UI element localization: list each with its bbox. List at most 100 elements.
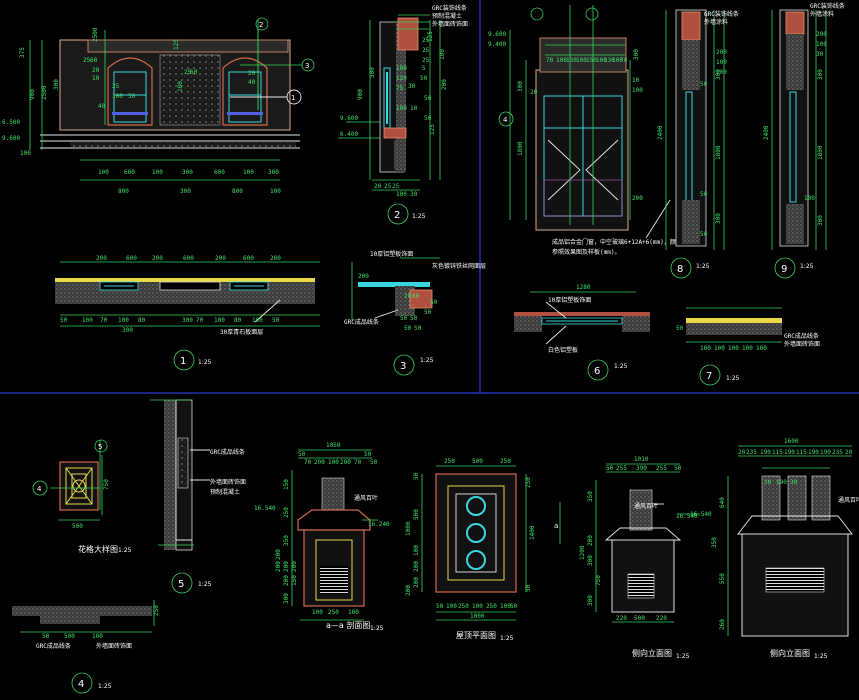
dim-60b: 60 [190,69,198,76]
d6-dim-0: 1280 [576,284,591,291]
s2-dim-17: 100 [396,105,407,112]
s9-dim-0: 200 [816,31,827,38]
aa-level-1: 16.240 [368,521,390,528]
w-left-2: 300 [517,81,524,92]
roof-bot-3: 100 [472,603,483,610]
front-left-0: 640 [719,497,726,508]
lattice-caption: 花格大样图 [78,544,118,554]
detail-7-view [686,307,782,386]
w-top-8: 70 [620,57,628,64]
side-left-2: 200 [587,535,594,546]
dim-b2-2: 800 [232,188,243,195]
detail-6-view [514,291,650,381]
d6-note-1: 白色铝塑板 [548,346,578,354]
dim-b2-1: 300 [180,188,191,195]
dim-25b: 25 [184,69,192,76]
s8-dim-7: 50 [700,191,708,198]
plan-bot2-0: 300 [182,317,193,324]
w-level-0: 9.600 [488,31,506,38]
s9-dim-5: 1800 [817,145,824,160]
roof-marker-a: a [554,522,558,530]
aa-top-0: 1050 [326,442,341,449]
w-right-2: 200 [632,195,643,202]
side-top-5: 50 [674,465,682,472]
s8-dim-4: 2400 [657,125,664,140]
d3-dim-6: 50 [430,299,438,306]
d3-dim-0: 200 [358,273,369,280]
plan-top-3: 600 [183,255,194,262]
s2-dim-13: 75 [396,85,404,92]
section-9-view [771,9,827,279]
roof-left-9: 50 [525,584,532,592]
d3-note-2: GRC成品线条 [344,318,379,326]
s2-dim-15: 100 [396,65,407,72]
plan-bot-3: 100 [118,317,129,324]
front-top-4: 115 [772,449,783,456]
aa-top-7: 50 [364,451,372,458]
front-top-5: 190 [784,449,795,456]
side-left-4: 750 [595,575,602,586]
w-right-3: 300 [633,49,640,60]
s5-caption-number: 5 [178,579,184,590]
s5-note-0: GRC成品线条 [210,448,245,456]
s2-dim-0: 125 [427,31,434,42]
w-top-5: 100 [596,57,607,64]
s2-dim-3: 25 [422,57,430,64]
plan-bot-0: 50 [60,317,68,324]
plan-top-4: 200 [215,255,226,262]
aa-left-3: 200 [275,549,282,560]
w-top-2: 130 [566,57,577,64]
front-level: 16.540 [690,511,712,518]
front-top-0: 1600 [784,438,799,445]
dim-b2-0: 800 [118,188,129,195]
w-top-7: 100 [612,57,623,64]
s2-dim-4: 5 [422,65,426,72]
s9-dim-4: 2400 [763,125,770,140]
side-left-0: 350 [587,491,594,502]
d6-caption-number: 6 [594,366,600,377]
roof-left-5: 100 [413,545,420,556]
dim-25: 25 [83,57,91,64]
roof-top-1: 500 [472,458,483,465]
detail-6-labels: 1280 10厚铝塑板饰面 白色铝塑板 6 1:25 [548,284,628,377]
s8-dim-0: 200 [716,49,727,56]
d7-scale: 1:25 [726,375,740,382]
dim-inner-1: 100 [112,93,123,100]
s8-dim-9: 50 [700,231,708,238]
d7-dim-4: 100 [756,345,767,352]
d7-dim-5: 50 [676,325,684,332]
section-5-view [150,399,210,594]
d7-dim-3: 100 [742,345,753,352]
wall-section-labels: 9.600 6.400 125 25 25 25 5 100 50 200 50… [340,4,468,221]
dim-b1-5: 100 [243,169,254,176]
front-top-3: 190 [760,449,771,456]
w-left-0: 20 [530,89,538,96]
wall-plan-view [55,261,320,371]
d3-dim-8: 50 [414,325,422,332]
front-scale: 1:25 [814,653,828,660]
plan-bot-7: 80 [234,317,242,324]
w-right-0: 10 [632,77,640,84]
d7-dim-1: 100 [714,345,725,352]
front-top2-2: 30 [790,479,798,486]
front-left-3: 260 [719,619,726,630]
d7-dim-0: 100 [700,345,711,352]
dim-left-2500: 2500 [41,85,48,100]
p4b-note-0: GRC成品线条 [36,642,71,650]
s2-dim-16: 30 [408,83,416,90]
side-bot-1: 500 [634,615,645,622]
aa-left-7: 200 [283,575,290,586]
roof-top-0: 250 [444,458,455,465]
w-note-1: 成品铝合金门窗，中空玻璃6+12A+6(mm)，颜色 [552,238,682,246]
s2-dim-18: 10 [410,105,418,112]
aa-top-4: 100 [328,459,339,466]
s5-note-1: 外墙面砖饰面 [210,478,246,486]
w-top-0: 70 [546,57,554,64]
d3-note-0: 10厚铝塑板饰面 [370,250,413,258]
side-left-5: 300 [587,595,594,606]
s2-caption-number: 2 [394,210,400,221]
s8-note-0: GRC装饰线条 [704,10,739,18]
aa-left-4: 200 [275,561,282,572]
p4b-caption-number: 4 [78,679,84,690]
